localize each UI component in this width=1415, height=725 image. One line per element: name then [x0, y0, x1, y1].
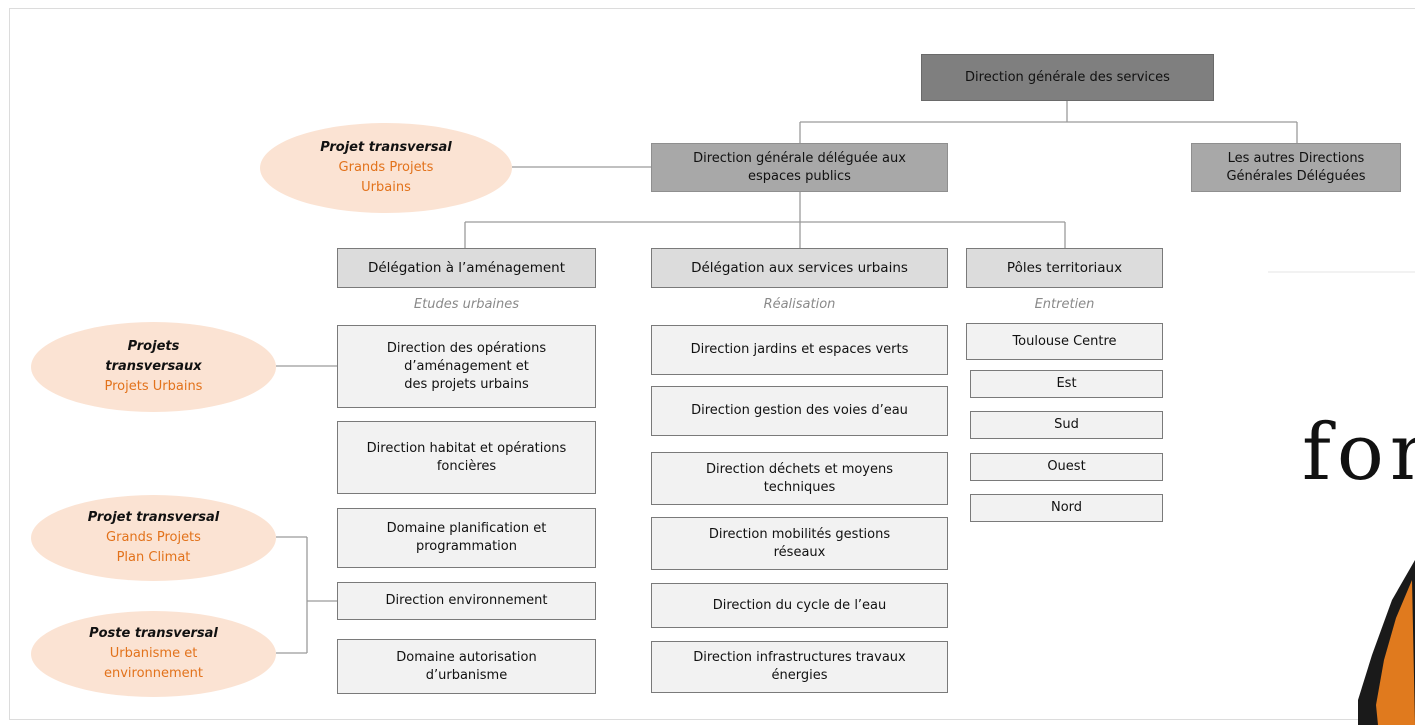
dgd-box: Direction générale déléguée aux espaces … — [651, 143, 948, 192]
col-poles-head: Pôles territoriaux — [966, 248, 1163, 288]
services-item: Direction mobilités gestions réseaux — [651, 517, 948, 570]
amenagement-item: Direction habitat et opérations foncière… — [337, 421, 596, 494]
amenagement-item: Domaine planification et programmation — [337, 508, 596, 568]
transversal-subtitle: Urbanisme et environnement — [103, 646, 204, 681]
pole-item: Ouest — [970, 453, 1163, 481]
services-item: Direction du cycle de l’eau — [651, 583, 948, 628]
services-item: Direction gestion des voies d’eau — [651, 386, 948, 436]
transversal-ellipse: Poste transversal Urbanisme et environne… — [31, 611, 276, 697]
services-item: Direction déchets et moyens techniques — [651, 452, 948, 505]
amenagement-item: Direction environnement — [337, 582, 596, 620]
pole-item: Nord — [970, 494, 1163, 522]
amenagement-item: Domaine autorisation d’urbanisme — [337, 639, 596, 694]
dgs-box: Direction générale des services — [921, 54, 1214, 101]
services-item: Direction jardins et espaces verts — [651, 325, 948, 375]
transversal-ellipse: Projet transversal Grands Projets Plan C… — [31, 495, 276, 581]
col-poles-sub: Entretien — [1034, 297, 1095, 312]
transversal-title: Projet transversal — [87, 510, 220, 525]
pole-item: Est — [970, 370, 1163, 398]
col-amenagement-sub: Etudes urbaines — [413, 297, 520, 312]
transversal-title: Projet transversal — [320, 140, 452, 155]
other-dgd-box: Les autres Directions Générales Déléguée… — [1191, 143, 1401, 192]
col-services-head: Délégation aux services urbains — [651, 248, 948, 288]
transversal-subtitle: Projets Urbains — [104, 379, 203, 394]
col-services-sub: Réalisation — [763, 297, 836, 312]
transversal-subtitle: Grands Projets Urbains — [338, 160, 434, 195]
pole-item: Sud — [970, 411, 1163, 439]
transversal-title: Poste transversal — [89, 626, 218, 641]
transversal-title: Projets transversaux — [105, 339, 202, 374]
amenagement-item: Direction des opérations d’aménagement e… — [337, 325, 596, 408]
services-item: Direction infrastructures travaux énergi… — [651, 641, 948, 693]
transversal-ellipse: Projets transversaux Projets Urbains — [31, 322, 276, 412]
col-amenagement-head: Délégation à l’aménagement — [337, 248, 596, 288]
diagram-frame — [9, 8, 1415, 720]
transversal-ellipse: Projet transversal Grands Projets Urbain… — [260, 123, 512, 213]
pole-item: Toulouse Centre — [966, 323, 1163, 360]
transversal-subtitle: Grands Projets Plan Climat — [106, 530, 201, 565]
sketch-text: fon — [1302, 408, 1415, 498]
